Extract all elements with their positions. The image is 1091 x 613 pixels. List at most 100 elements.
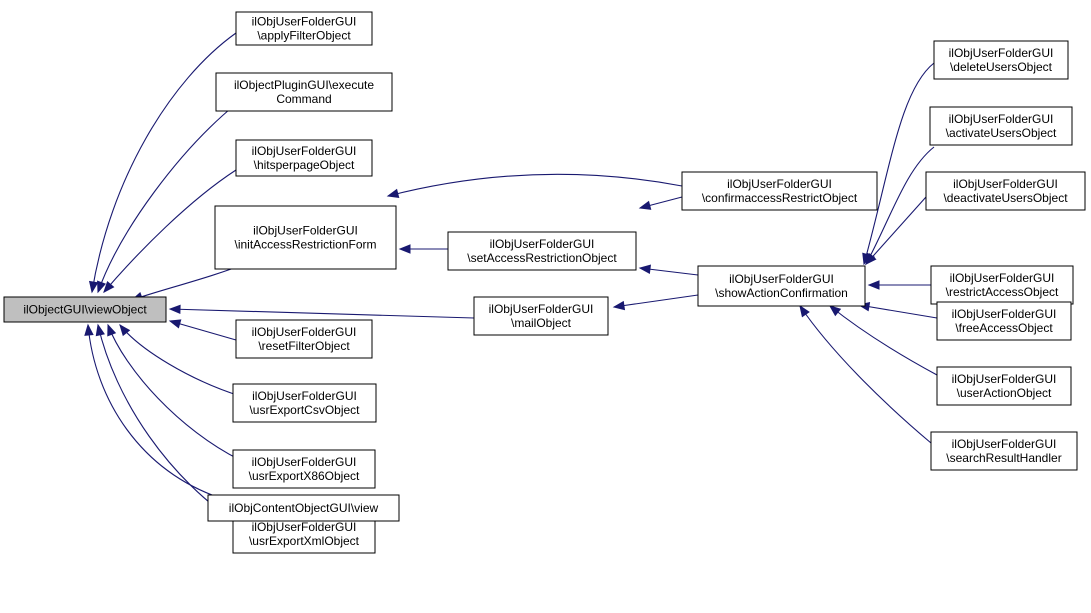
node-box[interactable] [447,231,637,271]
node-label: ilObjUserFolderGUI [252,455,357,469]
node-exportCsv[interactable]: ilObjUserFolderGUI\usrExportCsvObject [232,383,377,423]
node-label: ilObjUserFolderGUI [729,272,834,286]
node-box[interactable] [235,139,373,177]
node-deactivateUsers[interactable]: ilObjUserFolderGUI\deactivateUsersObject [925,171,1086,211]
node-box[interactable] [214,205,397,270]
edge-line [103,169,237,293]
edge-arrowhead [638,264,651,274]
edge-arrowhead [107,323,117,337]
node-box[interactable] [697,265,866,307]
edge-resetFilter-to-root [168,319,237,341]
edge-setAccess-to-initAccess [398,244,448,254]
edge-applyFilter-to-root [88,32,237,294]
node-label: ilObjUserFolderGUI [727,177,832,191]
edge-line [169,320,237,341]
node-label: ilObjUserFolderGUI [252,389,357,403]
node-box[interactable] [235,11,373,46]
node-label: ilObjectPluginGUI\execute [234,78,374,92]
node-label: \applyFilterObject [257,29,351,43]
node-label: ilObjUserFolderGUI [252,144,357,158]
edge-line [87,324,221,499]
edge-line [865,146,935,265]
edge-deactivateUsers-to-showAction [865,196,927,266]
edge-line [863,62,935,265]
node-label: ilObjUserFolderGUI [950,271,1055,285]
node-box[interactable] [235,319,373,359]
edge-line [97,103,237,293]
node-label: \deleteUsersObject [950,60,1053,74]
node-label: \resetFilterObject [258,339,350,353]
node-box[interactable] [207,494,400,522]
edge-line [387,173,683,197]
edge-freeAccess-to-showAction [857,302,938,319]
node-resetFilter[interactable]: ilObjUserFolderGUI\resetFilterObject [235,319,373,359]
edge-arrowhead [867,280,880,290]
node-box[interactable] [930,431,1078,471]
edge-arrowhead [84,323,94,336]
edge-arrowhead [828,305,842,317]
node-label: \usrExportXmlObject [249,534,360,548]
edge-searchResult-to-showAction [799,304,932,444]
node-box[interactable] [933,40,1069,80]
node-setAccess[interactable]: ilObjUserFolderGUI\setAccessRestrictionO… [447,231,637,271]
nodes-layer: ilObjectGUI\viewObject ilObjUserFolderGUI… [3,11,1086,554]
node-applyFilter[interactable]: ilObjUserFolderGUI\applyFilterObject [235,11,373,46]
edge-line [169,308,475,319]
node-box[interactable] [232,383,377,423]
edge-line [91,32,237,293]
node-label: ilObjectGUI\viewObject [23,303,147,317]
node-label: \activateUsersObject [946,126,1057,140]
node-exportX86[interactable]: ilObjUserFolderGUI\usrExportX86Object [232,449,376,489]
node-userAction[interactable]: ilObjUserFolderGUI\userActionObject [936,366,1072,406]
edge-arrowhead [612,300,626,311]
node-label: ilObjUserFolderGUI [252,15,357,29]
node-label: \freeAccessObject [955,321,1053,335]
node-label: ilObjUserFolderGUI [949,112,1054,126]
node-mailObject[interactable]: ilObjUserFolderGUI\mailObject [473,296,609,336]
node-box[interactable] [232,449,376,489]
node-initAccess[interactable]: ilObjUserFolderGUI\initAccessRestriction… [214,205,397,270]
edge-arrowhead [88,280,99,294]
edge-arrowhead [638,200,652,210]
node-box[interactable] [936,366,1072,406]
node-root[interactable]: ilObjectGUI\viewObject [3,296,167,323]
node-box[interactable] [930,265,1074,305]
node-contentView[interactable]: ilObjContentObjectGUI\view [207,494,400,522]
edge-arrowhead [799,304,810,318]
node-label: ilObjUserFolderGUI [952,437,1057,451]
edge-exportCsv-to-root [119,323,241,397]
node-restrictAccess[interactable]: ilObjUserFolderGUI\restrictAccessObject [930,265,1074,305]
edge-arrowhead [119,323,131,337]
node-label: ilObjUserFolderGUI [489,302,594,316]
node-box[interactable] [681,171,878,211]
node-confirmAccess[interactable]: ilObjUserFolderGUI\confirmaccessRestrict… [681,171,878,211]
node-box[interactable] [936,301,1072,341]
node-showAction[interactable]: ilObjUserFolderGUI\showActionConfirmatio… [697,265,866,307]
edge-arrowhead [398,244,411,254]
node-box[interactable] [215,72,393,112]
edge-mailObject-to-root [168,304,475,319]
node-box[interactable] [3,296,167,323]
edge-line [107,324,241,461]
node-label: \restrictAccessObject [946,285,1059,299]
node-freeAccess[interactable]: ilObjUserFolderGUI\freeAccessObject [936,301,1072,341]
node-box[interactable] [929,106,1073,146]
edge-restrictAccess-to-showAction [867,280,931,290]
node-label: \confirmaccessRestrictObject [702,191,858,205]
node-box[interactable] [925,171,1086,211]
node-searchResult[interactable]: ilObjUserFolderGUI\searchResultHandler [930,431,1078,471]
node-label: \deactivateUsersObject [943,191,1068,205]
edge-arrowhead [168,304,181,315]
node-label: ilObjContentObjectGUI\view [229,501,379,515]
node-activateUsers[interactable]: ilObjUserFolderGUI\activateUsersObject [929,106,1073,146]
edge-userAction-to-showAction [828,305,938,376]
edge-hitsperpage-to-root [103,169,237,294]
edge-deleteUsers-to-showAction [862,62,935,266]
edge-pluginExecute-to-root [97,103,237,294]
node-deleteUsers[interactable]: ilObjUserFolderGUI\deleteUsersObject [933,40,1069,80]
node-hitsperpage[interactable]: ilObjUserFolderGUI\hitsperpageObject [235,139,373,177]
edge-showAction-to-mailObject [612,294,699,311]
node-box[interactable] [473,296,609,336]
